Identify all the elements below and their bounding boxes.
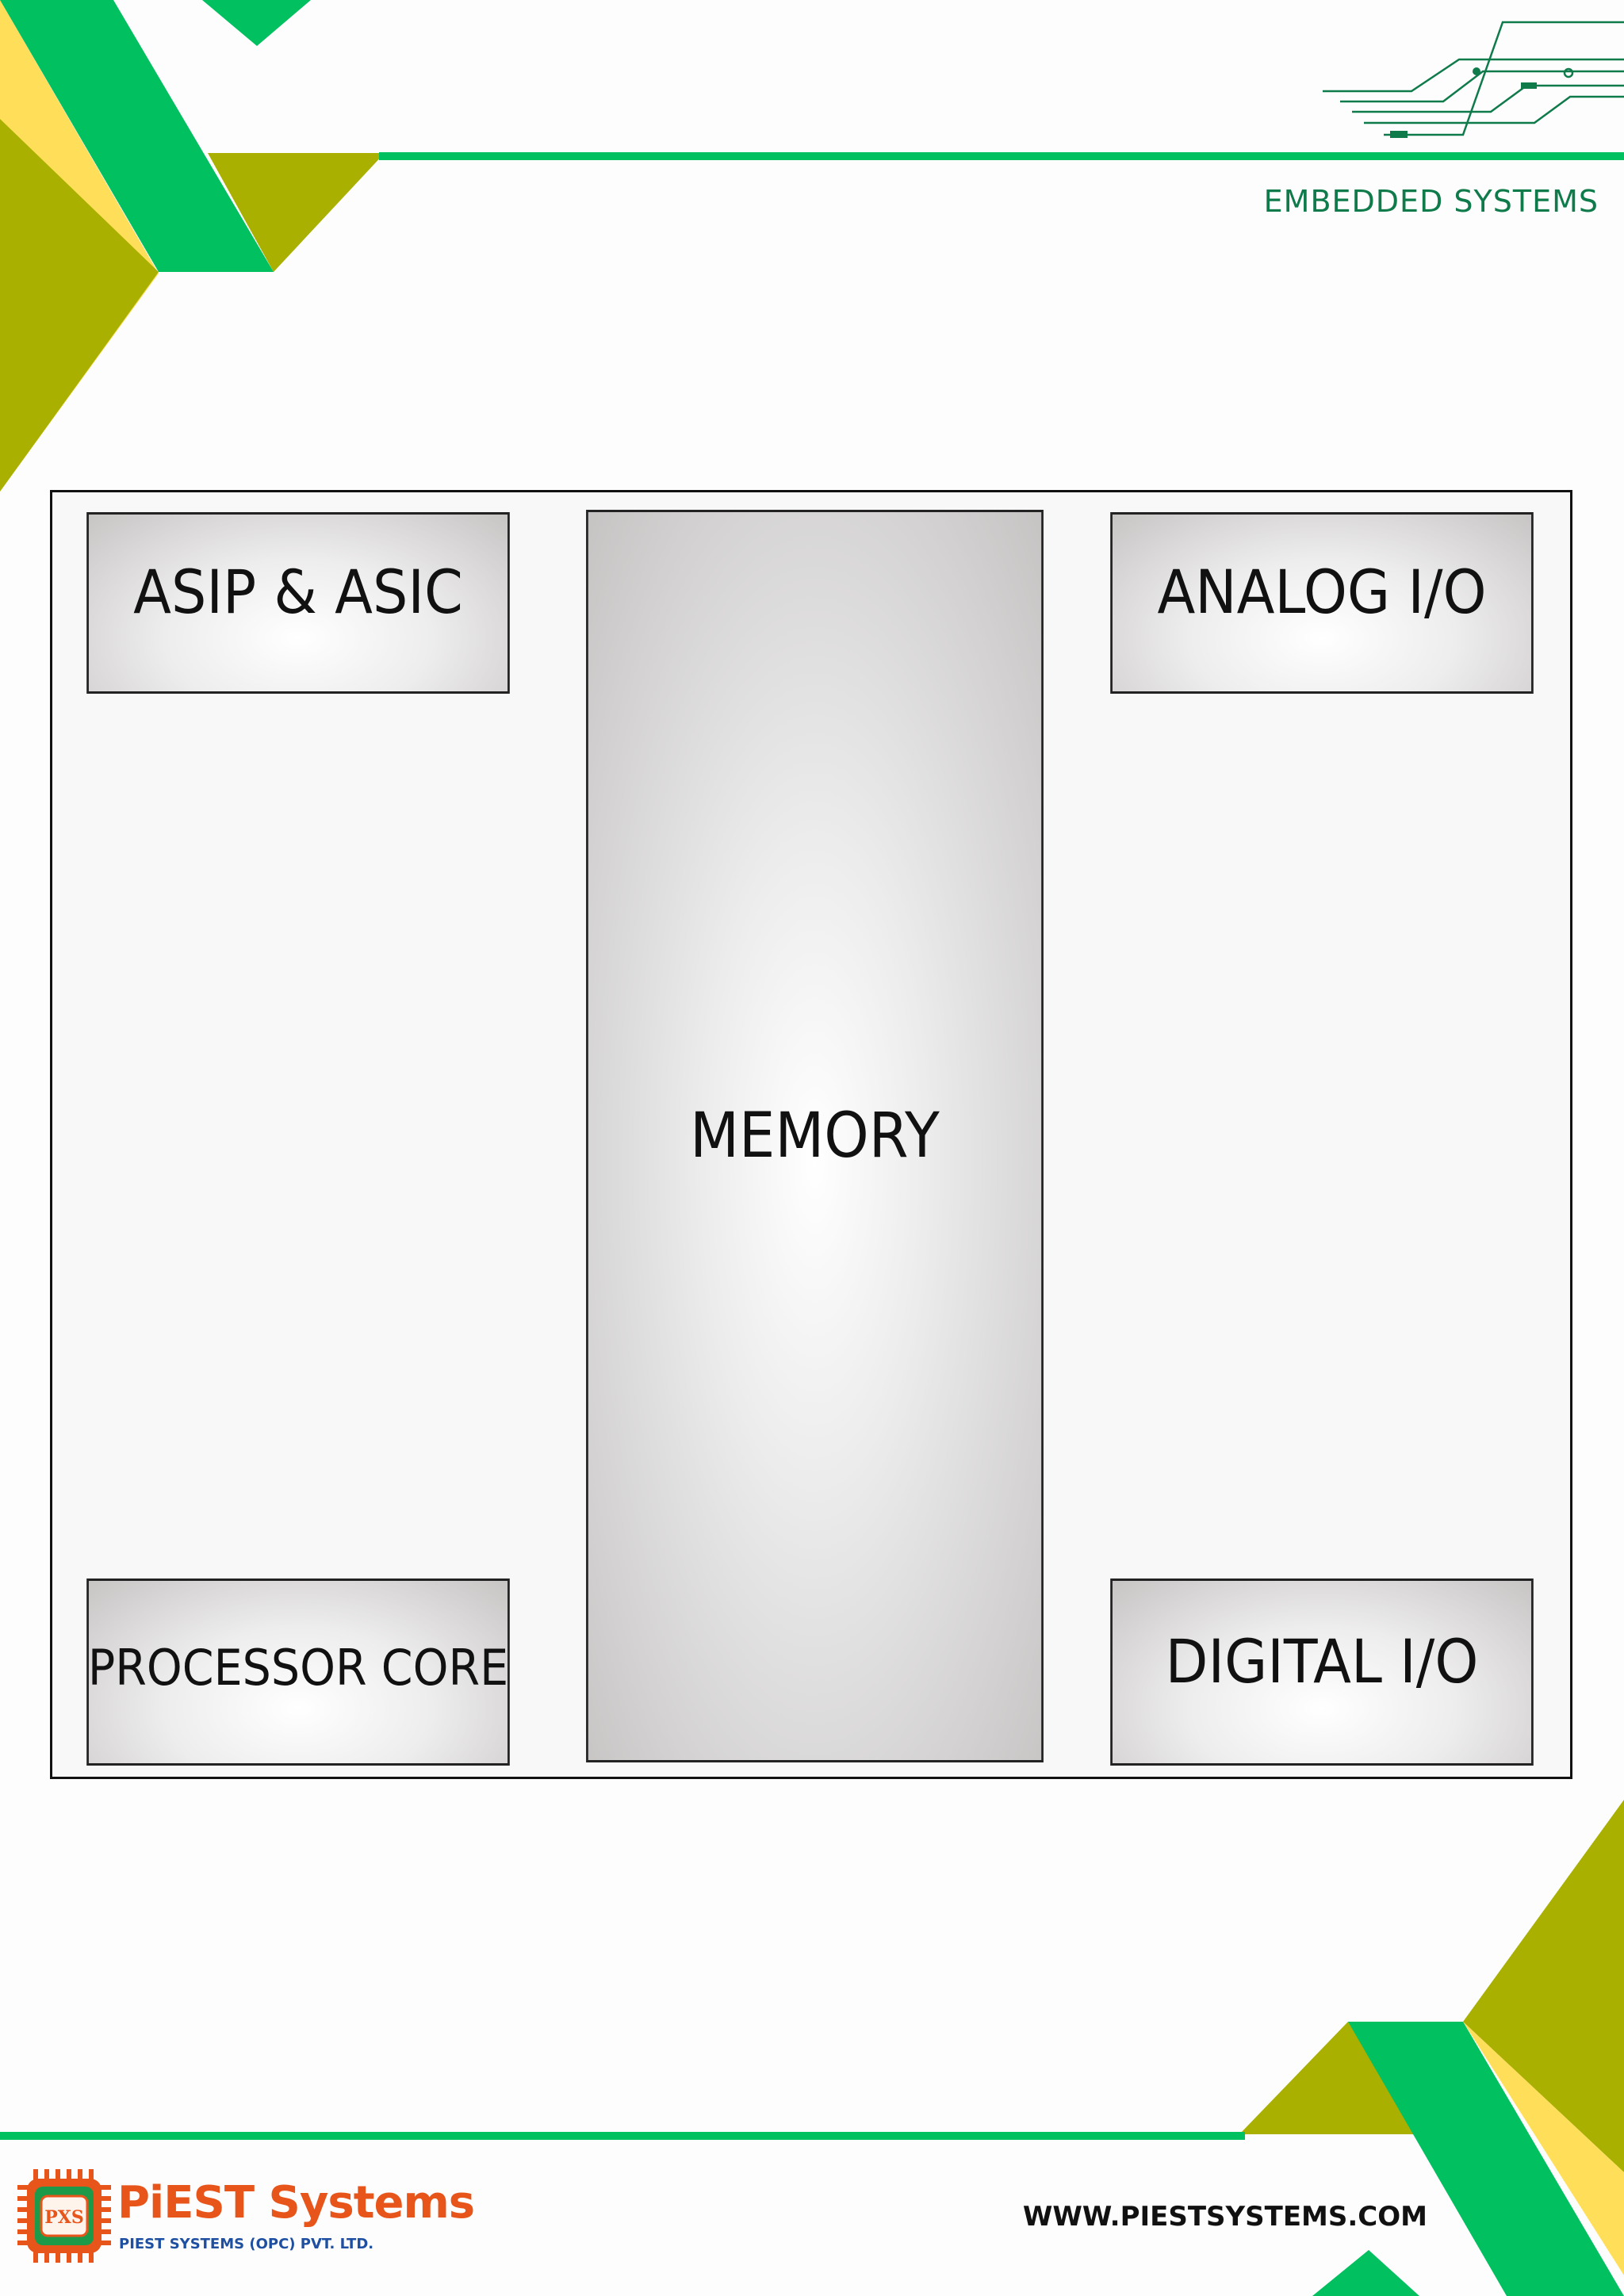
processor-core-block: PROCESSOR CORE <box>86 1578 510 1766</box>
bottom-green-bar <box>0 2132 1245 2140</box>
memory-label: MEMORY <box>690 1100 940 1172</box>
circuit-trace-icon <box>1323 21 1624 136</box>
digital-io-block: DIGITAL I/O <box>1110 1578 1534 1766</box>
bottom-right-yellow-triangle <box>1463 2022 1624 2275</box>
top-green-bar <box>379 152 1624 160</box>
asip-asic-label: ASIP & ASIC <box>133 557 463 627</box>
bottom-right-olive-wedge <box>1239 2022 1417 2134</box>
bottom-small-green-triangle <box>1312 2250 1419 2296</box>
top-left-green-stripe <box>0 0 274 272</box>
circuit-resistor <box>1521 82 1537 89</box>
asip-asic-block: ASIP & ASIC <box>86 512 510 694</box>
brand-name: PiEST Systems <box>117 2177 475 2229</box>
embedded-system-diagram: ASIP & ASIC MEMORY ANALOG I/O PROCESSOR … <box>50 490 1572 1779</box>
website-link[interactable]: WWW.PIESTSYSTEMS.COM <box>1022 2201 1427 2233</box>
circuit-node <box>1473 67 1480 75</box>
top-small-green-triangle <box>202 0 311 46</box>
processor-core-label: PROCESSOR CORE <box>87 1638 509 1697</box>
chip-logo-icon: PXS <box>17 2169 111 2263</box>
brand-subtitle: PIEST SYSTEMS (OPC) PVT. LTD. <box>119 2236 374 2252</box>
logo-initials: PXS <box>44 2207 84 2228</box>
analog-io-block: ANALOG I/O <box>1110 512 1534 694</box>
digital-io-label: DIGITAL I/O <box>1165 1625 1479 1697</box>
bottom-right-green-stripe <box>1348 2022 1624 2296</box>
analog-io-label: ANALOG I/O <box>1157 557 1487 627</box>
circuit-node-open <box>1563 67 1574 78</box>
top-left-olive-triangle <box>0 119 159 492</box>
header-title: EMBEDDED SYSTEMS <box>1263 184 1599 219</box>
bottom-right-olive-triangle <box>1463 1800 1624 2172</box>
memory-block: MEMORY <box>586 510 1044 1762</box>
top-left-olive-wedge <box>208 153 385 272</box>
circuit-resistor <box>1390 131 1408 138</box>
